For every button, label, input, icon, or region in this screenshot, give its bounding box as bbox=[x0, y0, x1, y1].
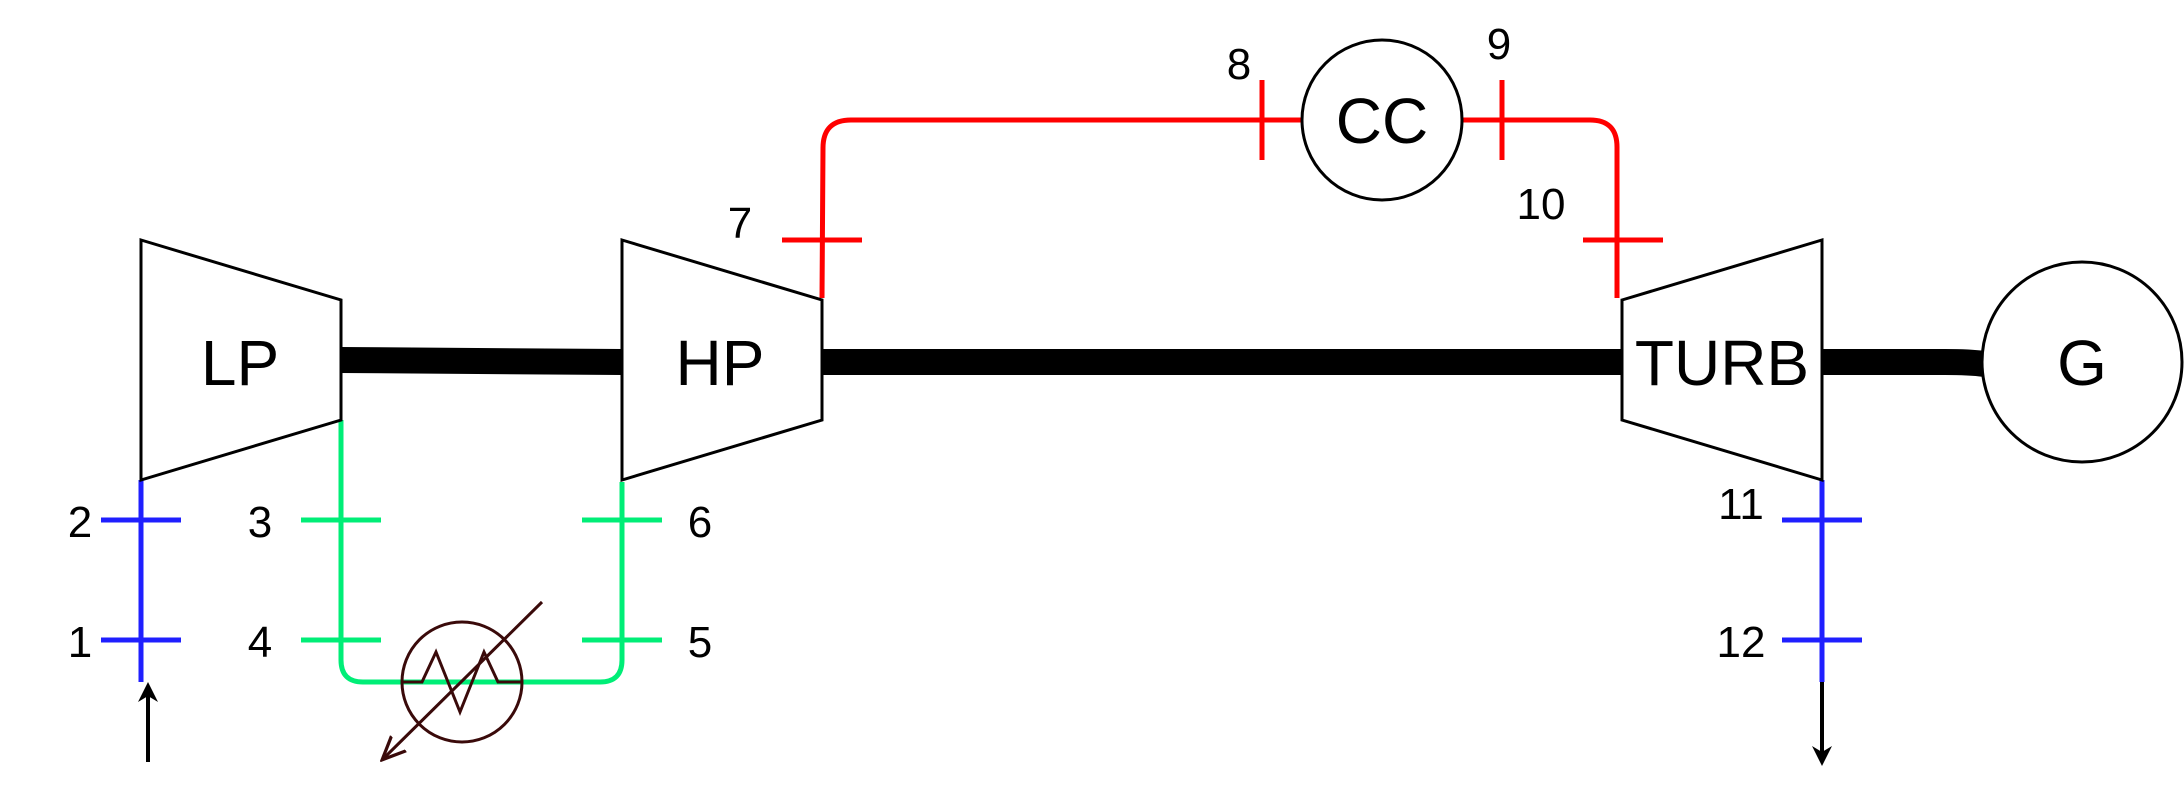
shaft-turb-gen bbox=[1822, 349, 1987, 377]
lp-compressor-label: LP bbox=[201, 327, 279, 399]
station-label-11: 11 bbox=[1718, 480, 1764, 529]
station-label-12: 12 bbox=[1717, 618, 1766, 667]
station-label-2: 2 bbox=[68, 498, 92, 547]
hp-compressor-label: HP bbox=[676, 327, 765, 399]
station-label-1: 1 bbox=[68, 618, 92, 667]
combustion-chamber: CC bbox=[1300, 38, 1464, 202]
hot-gas-line-7-8 bbox=[819, 117, 1302, 299]
generator-label: G bbox=[2057, 327, 2107, 399]
station-label-7: 7 bbox=[728, 199, 752, 248]
generator: G bbox=[1980, 260, 2184, 464]
heat-exchanger-icon bbox=[384, 600, 544, 758]
turbine-label: TURB bbox=[1635, 327, 1809, 399]
turbine: TURB bbox=[1620, 237, 1824, 483]
hot-gas-line-9-10 bbox=[1462, 117, 1620, 298]
station-label-4: 4 bbox=[248, 618, 272, 667]
shaft-lp-hp bbox=[339, 347, 623, 375]
station-label-5: 5 bbox=[688, 618, 712, 667]
station-label-6: 6 bbox=[688, 498, 712, 547]
station-label-9: 9 bbox=[1487, 20, 1511, 69]
station-label-8: 8 bbox=[1227, 40, 1251, 89]
station-label-3: 3 bbox=[248, 498, 272, 547]
combustion-chamber-label: CC bbox=[1336, 85, 1428, 157]
hp-compressor: HP bbox=[620, 237, 824, 483]
lp-compressor: LP bbox=[139, 237, 343, 483]
station-label-10: 10 bbox=[1517, 180, 1566, 229]
intercooler-flow-line bbox=[338, 420, 625, 685]
